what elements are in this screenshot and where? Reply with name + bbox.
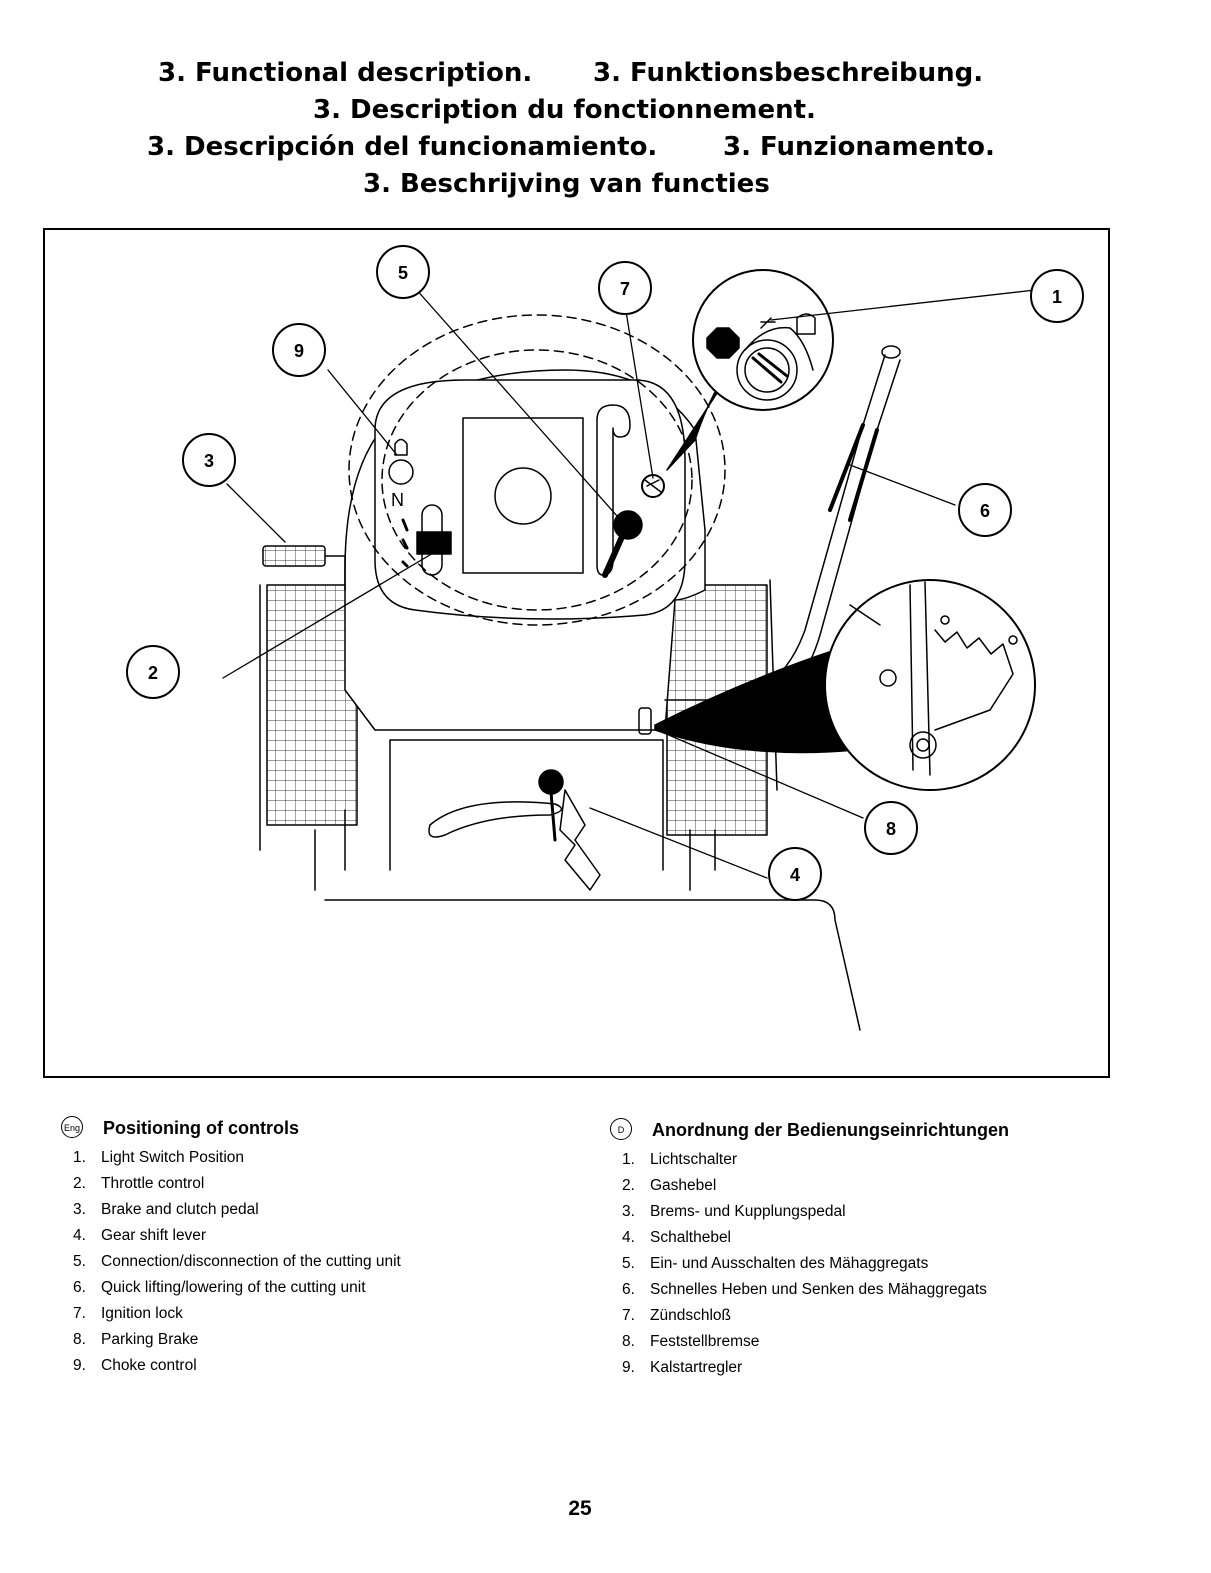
legend-german-heading: Anordnung der Bedienungseinrichtungen <box>652 1120 1009 1140</box>
list-item: 6.Quick lifting/lowering of the cutting … <box>73 1279 366 1296</box>
parking-brake-handle <box>638 707 652 735</box>
title-es: 3. Descripción del funcionamiento. <box>147 132 658 162</box>
callout-3-label: 3 <box>204 451 214 471</box>
title-nl: 3. Beschrijving van functies <box>363 169 770 199</box>
throttle-lever <box>416 531 452 555</box>
title-de: 3. Funktionsbeschreibung. <box>593 58 984 88</box>
callout-9: 9 <box>272 323 326 377</box>
callout-8: 8 <box>864 801 918 855</box>
list-item: 4.Gear shift lever <box>73 1227 207 1244</box>
callout-9-label: 9 <box>294 341 304 361</box>
callout-5: 5 <box>376 245 430 299</box>
callout-5-label: 5 <box>398 263 408 283</box>
list-item: 3.Brake and clutch pedal <box>73 1201 259 1218</box>
callout-1-label: 1 <box>1052 287 1062 307</box>
gear-shift-knob <box>538 769 564 795</box>
dashboard <box>374 379 686 620</box>
list-item: 6.Schnelles Heben und Senken des Mähaggr… <box>622 1281 987 1298</box>
controls-diagram: N 1 2 3 4 5 6 7 8 9 <box>43 228 1110 1078</box>
list-item: 8.Parking Brake <box>73 1331 199 1348</box>
list-item: 7.Zündschloß <box>622 1307 731 1324</box>
dash-label-plate <box>462 417 584 574</box>
list-item: 2.Gashebel <box>622 1177 717 1194</box>
left-fender <box>259 584 358 891</box>
parking-brake-zoom <box>654 579 1036 791</box>
title-fr: 3. Description du fonctionnement. <box>313 95 816 125</box>
legend-english-heading: Positioning of controls <box>103 1118 299 1138</box>
callout-3: 3 <box>182 433 236 487</box>
legend-english-list: 1.Light Switch Position 2.Throttle contr… <box>73 1148 401 1382</box>
neutral-mark: N <box>391 490 404 510</box>
callout-2-label: 2 <box>148 663 158 683</box>
list-item: 9.Kalstartregler <box>622 1359 743 1376</box>
list-item: 4.Schalthebel <box>622 1229 732 1246</box>
callout-2: 2 <box>126 645 180 699</box>
brake-clutch-pedal <box>262 545 346 591</box>
callout-leaders <box>222 287 1036 879</box>
title-en: 3. Functional description. <box>158 58 533 88</box>
choke-knob <box>388 459 414 485</box>
callout-6-label: 6 <box>980 501 990 521</box>
cutting-unit-lever-knob <box>613 510 643 540</box>
lang-badge-eng: Eng <box>61 1116 83 1138</box>
callout-bubbles: 1 2 3 4 5 6 7 8 9 <box>126 245 1084 901</box>
callout-6: 6 <box>958 483 1012 537</box>
title-it: 3. Funzionamento. <box>723 132 995 162</box>
list-item: 3.Brems- und Kupplungspedal <box>622 1203 846 1220</box>
lang-badge-d: D <box>610 1118 632 1140</box>
ignition-zoom <box>666 269 834 471</box>
callout-1: 1 <box>1030 269 1084 323</box>
list-item: 9.Choke control <box>73 1357 197 1374</box>
list-item: 5.Ein- und Ausschalten des Mähaggregats <box>622 1255 929 1272</box>
list-item: 7.Ignition lock <box>73 1305 183 1322</box>
callout-7-label: 7 <box>620 279 630 299</box>
list-item: 8.Feststellbremse <box>622 1333 760 1350</box>
dash-dial <box>494 467 552 525</box>
list-item: 2.Throttle control <box>73 1175 205 1192</box>
callout-8-label: 8 <box>886 819 896 839</box>
callout-4: 4 <box>768 847 822 901</box>
callout-7: 7 <box>598 261 652 315</box>
list-item: 5.Connection/disconnection of the cuttin… <box>73 1253 401 1270</box>
controls-diagram-svg: N 1 2 3 4 5 6 7 8 9 <box>126 245 1084 1031</box>
callout-4-label: 4 <box>790 865 800 885</box>
list-item: 1.Light Switch Position <box>73 1149 245 1166</box>
list-item: 1.Lichtschalter <box>622 1151 738 1168</box>
legend-german-list: 1.Lichtschalter 2.Gashebel 3.Brems- und … <box>622 1150 987 1384</box>
gear-shift-gate <box>428 801 563 838</box>
page-number: 25 <box>568 1497 592 1520</box>
